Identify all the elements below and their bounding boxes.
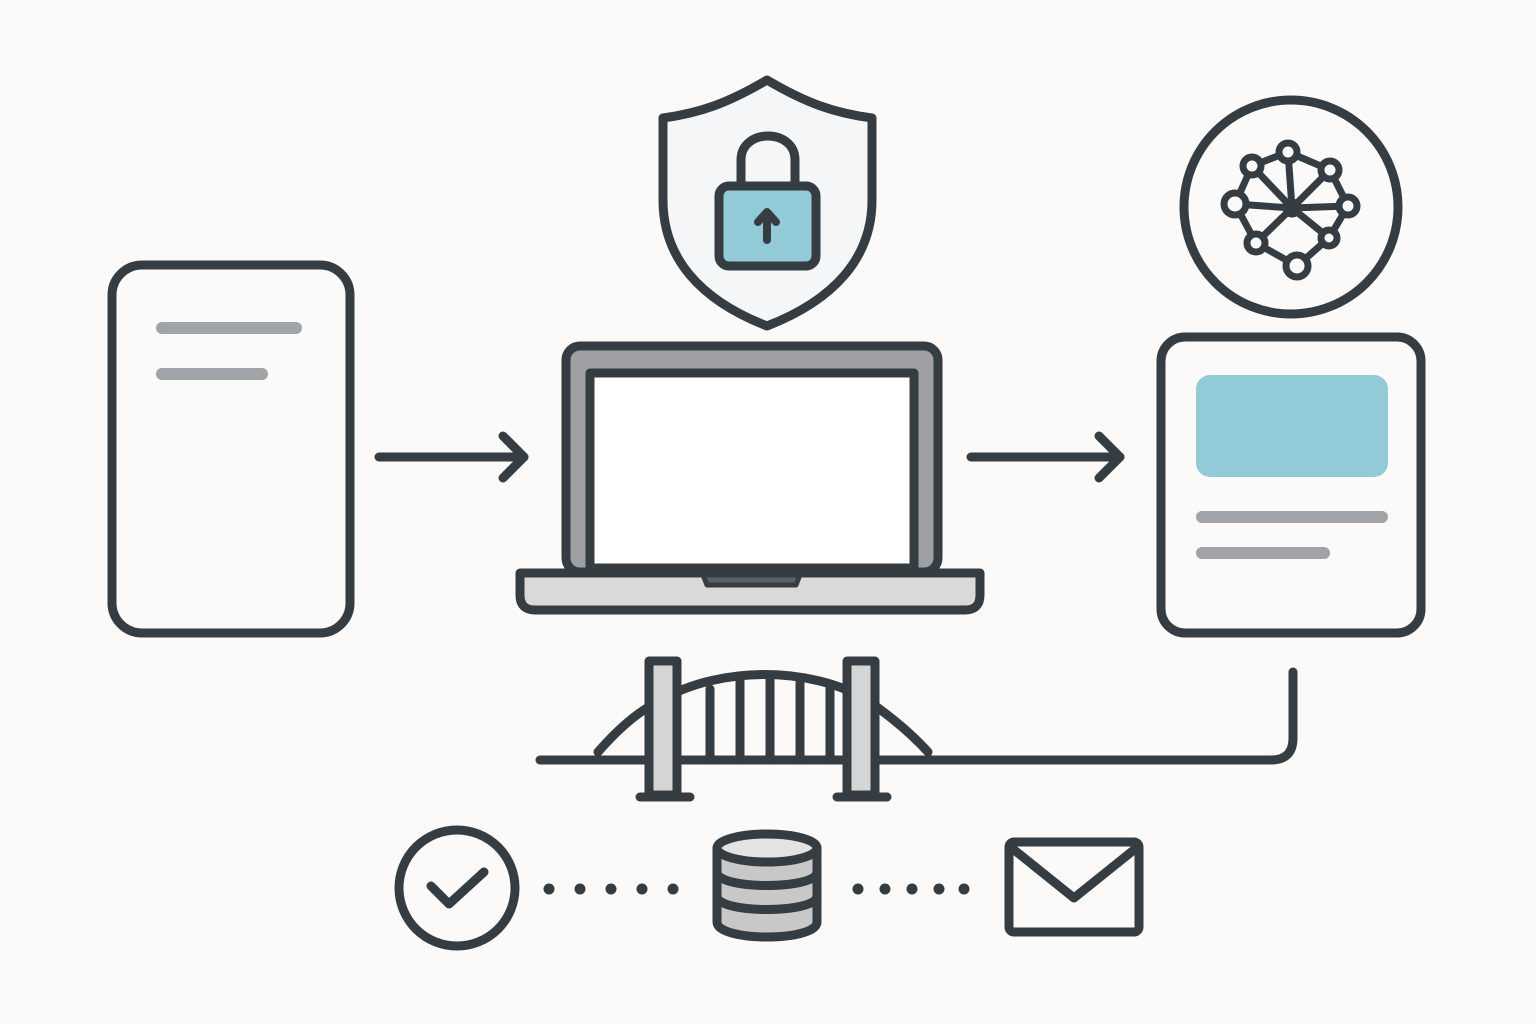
envelope-icon bbox=[1004, 837, 1144, 937]
card-to-bridge-connector bbox=[535, 667, 1298, 765]
dotted-connector-right bbox=[852, 883, 970, 895]
shield-lock-icon bbox=[658, 75, 877, 331]
arrow-to-laptop bbox=[374, 431, 529, 483]
laptop-icon bbox=[515, 341, 985, 615]
checkmark-circle-icon bbox=[394, 825, 520, 951]
bridge-icon bbox=[593, 656, 933, 802]
database-icon bbox=[712, 829, 822, 942]
lock-icon bbox=[714, 131, 821, 271]
dotted-connector-left bbox=[543, 883, 679, 895]
neural-network-icon bbox=[1179, 95, 1403, 319]
arrow-to-output bbox=[966, 431, 1125, 483]
document-icon bbox=[107, 260, 355, 638]
image-card-icon bbox=[1156, 332, 1426, 638]
